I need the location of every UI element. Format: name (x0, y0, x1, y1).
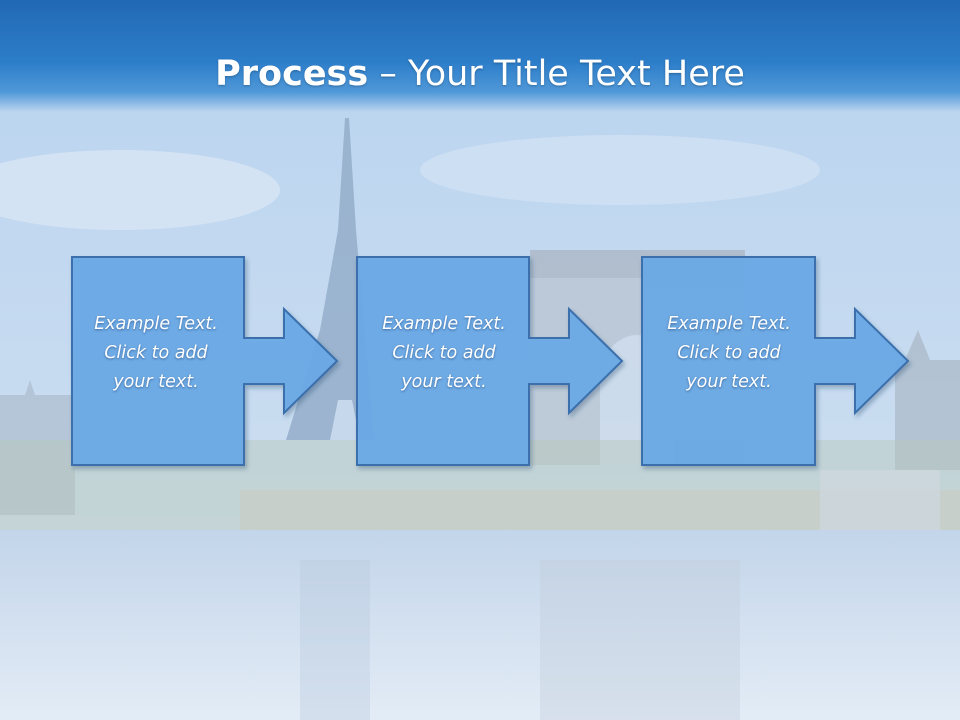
process-step-1-shape[interactable] (71, 256, 339, 466)
left-buildings (0, 380, 75, 515)
title-bold-part: Process (215, 54, 369, 94)
process-step-3-text[interactable]: Example Text. Click to add your text. (667, 314, 791, 392)
eiffel-tower-silhouette (286, 118, 374, 440)
process-step-2-text[interactable]: Example Text. Click to add your text. (382, 314, 506, 392)
process-step-1-text[interactable]: Example Text. Click to add your text. (94, 314, 218, 392)
slide-title[interactable]: Process – Your Title Text Here (0, 52, 960, 96)
process-step-2-shape[interactable] (356, 256, 624, 466)
title-main-part: Your Title Text Here (407, 54, 745, 94)
process-step-3-shape[interactable] (641, 256, 910, 466)
right-church (895, 330, 960, 470)
title-band (0, 0, 960, 112)
title-separator: – (368, 54, 408, 94)
